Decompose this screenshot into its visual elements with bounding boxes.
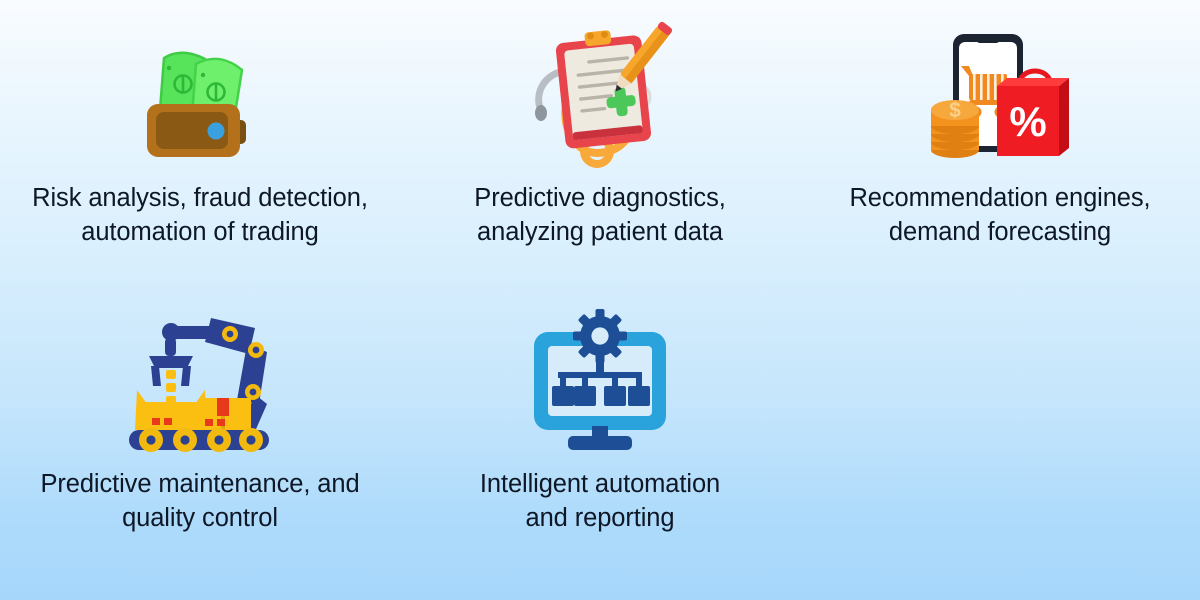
caption-line-2: demand forecasting (888, 217, 1112, 246)
infographic-item-retail: $ % Recommendation engines, demand forec… (800, 26, 1200, 250)
infographic-item-automation: Intelligent automation and reporting (400, 308, 800, 536)
infographic-item-caption: Predictive diagnostics, analyzing patien… (474, 182, 726, 250)
medical-clipboard-stethoscope-icon (525, 21, 675, 168)
caption-line-1: Predictive maintenance, and (40, 469, 360, 498)
wallet-money-icon (134, 26, 266, 166)
svg-text:$: $ (949, 99, 961, 122)
caption-line-2: automation of trading (81, 217, 319, 246)
caption-line-1: Predictive diagnostics, (474, 184, 726, 212)
infographic-item-caption: Recommendation engines, demand forecasti… (849, 182, 1150, 250)
monitor-workflow-gear-icon (528, 308, 672, 452)
robotic-arm-conveyor-icon (127, 312, 273, 452)
caption-line-2: quality control (122, 503, 278, 532)
caption-line-1: Risk analysis, fraud detection, (32, 184, 368, 212)
caption-line-2: and reporting (525, 503, 675, 532)
infographic-row-1: Risk analysis, fraud detection, automati… (0, 21, 1200, 250)
infographic-item-caption: Predictive maintenance, and quality cont… (40, 468, 359, 536)
infographic-item-manufacturing: Predictive maintenance, and quality cont… (0, 312, 400, 536)
svg-text:%: % (1009, 98, 1046, 145)
infographic-item-caption: Risk analysis, fraud detection, automati… (32, 182, 368, 250)
caption-line-2: analyzing patient data (477, 217, 723, 246)
ecommerce-shopping-icon: $ % (927, 26, 1073, 166)
infographic-row-2: Predictive maintenance, and quality cont… (0, 308, 1200, 536)
infographic-item-caption: Intelligent automation and reporting (480, 468, 720, 536)
caption-line-1: Intelligent automation (479, 469, 721, 498)
caption-line-1: Recommendation engines, (849, 184, 1151, 212)
infographic-item-healthcare: Predictive diagnostics, analyzing patien… (400, 21, 800, 250)
infographic-item-finance: Risk analysis, fraud detection, automati… (0, 26, 400, 250)
